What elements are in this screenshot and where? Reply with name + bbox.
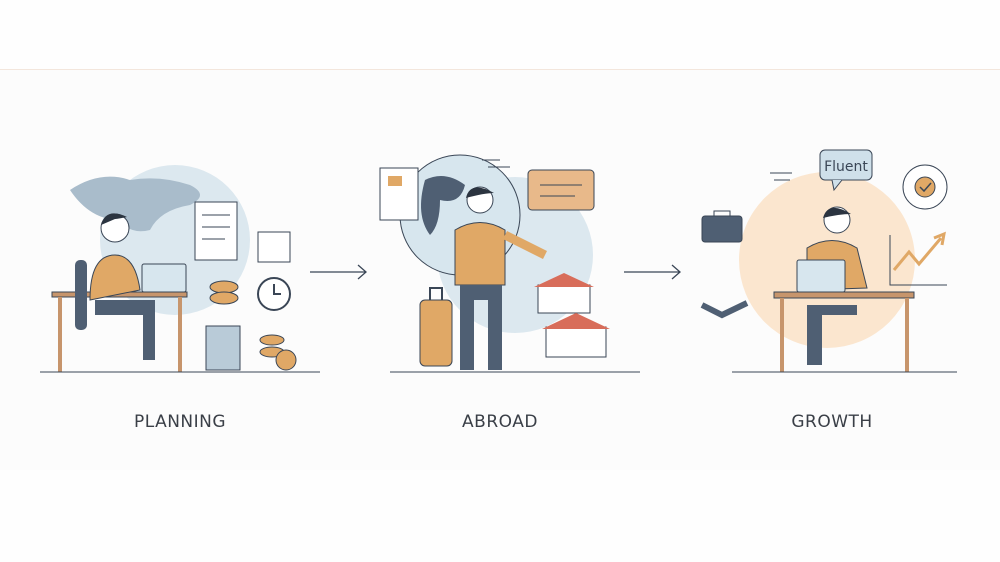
growth-chart-icon xyxy=(889,235,947,286)
arrow-right-icon xyxy=(310,264,367,280)
stage-label: GROWTH xyxy=(791,412,873,432)
stage-abroad: ABROAD xyxy=(350,140,650,440)
person-abroad xyxy=(454,222,506,286)
calendar-icon xyxy=(257,231,291,263)
arrow-right-icon xyxy=(624,264,681,280)
document-icon xyxy=(379,167,419,221)
building-icon xyxy=(537,284,591,314)
growth-illustration: Fluent xyxy=(700,149,957,373)
abroad-illustration xyxy=(379,154,640,373)
coins-icon xyxy=(209,280,239,294)
stage-label: PLANNING xyxy=(133,412,227,432)
fluent-text: Fluent xyxy=(824,159,868,175)
laptop-icon xyxy=(141,263,187,293)
desk xyxy=(773,291,915,299)
stage-label: ABROAD xyxy=(462,412,538,432)
stage-growth: Fluent GROWTH xyxy=(682,140,982,440)
school-icon xyxy=(545,326,607,358)
stage-planning: PLANNING xyxy=(30,140,330,440)
briefcase-icon xyxy=(701,215,743,243)
world-map-icon xyxy=(70,176,200,232)
laptop-icon xyxy=(796,259,846,293)
planning-illustration xyxy=(40,165,320,373)
checklist-icon xyxy=(194,201,238,261)
calculator-icon xyxy=(205,325,241,371)
coins-stack-icon xyxy=(259,334,285,346)
chair xyxy=(75,260,87,330)
speech-bubble-icon xyxy=(527,169,595,211)
suitcase-icon xyxy=(419,299,453,367)
person-planning xyxy=(89,254,141,301)
handshake-icon xyxy=(700,300,749,319)
divider-line xyxy=(0,69,1000,70)
fluent-speech-bubble xyxy=(819,149,873,181)
